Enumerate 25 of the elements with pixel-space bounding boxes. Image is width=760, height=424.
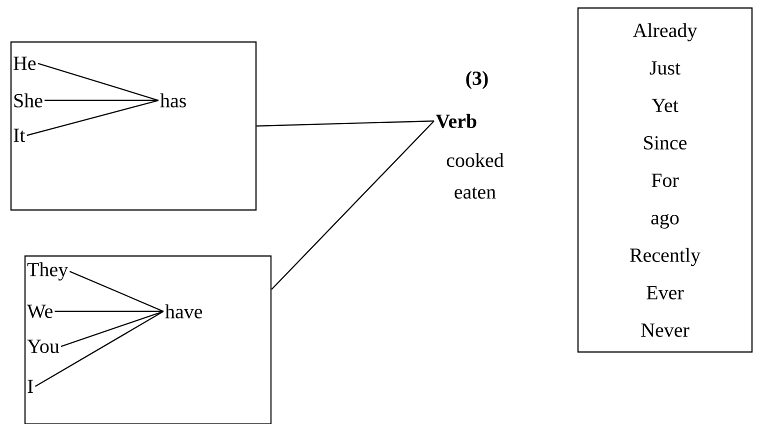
word: have [165,304,202,318]
connector-line [256,120,434,127]
word: has [160,93,186,108]
word: I [28,380,33,393]
connector-line [60,310,164,347]
word: eaten [454,187,496,199]
word: It [14,128,26,142]
word: He [14,56,36,70]
connector-line [34,310,164,387]
word: They [27,262,68,280]
word: She [14,93,42,108]
word-list-box: Already Just Yet Since For ago Recently Ever Never [577,7,753,353]
connector-line [271,120,434,290]
box [24,255,272,424]
word: (3) [466,70,488,90]
connector-line [54,310,164,312]
box [10,41,257,211]
word: We [27,304,52,318]
word: You [27,340,60,354]
connector-line [26,100,159,136]
connector-line [44,100,158,101]
connector-line [38,62,159,101]
connector-line [69,270,164,312]
word: Verb [436,114,476,128]
word: cooked [446,152,504,168]
